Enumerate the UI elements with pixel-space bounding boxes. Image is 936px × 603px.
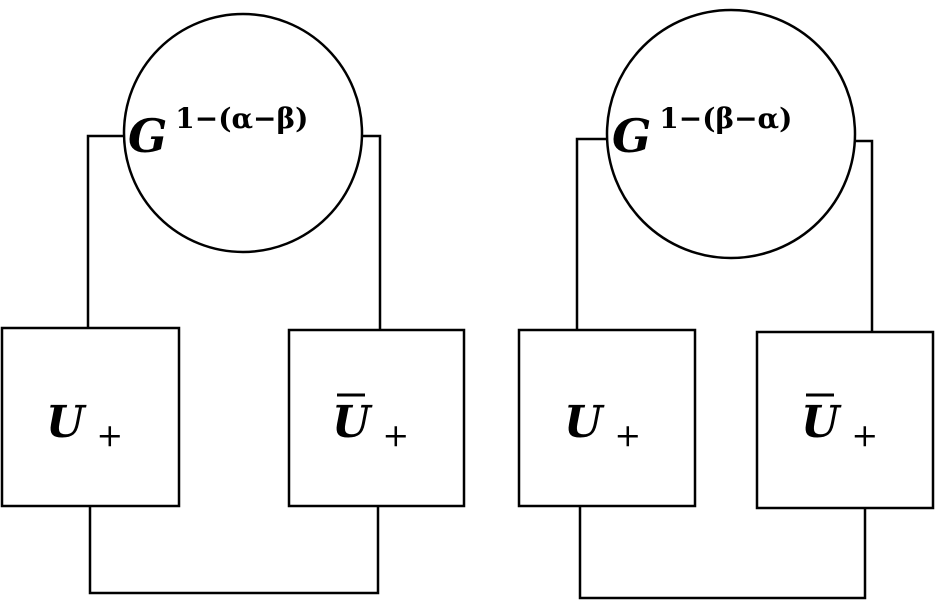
u-plus-base-right: U [564,397,605,448]
u-bar-plus-box-right [755,330,935,510]
u-plus-base-left: U [46,397,87,448]
g-exponent-right: 1−(β−α) [659,102,792,135]
diagram-left: G 1−(α−β) U + U + [0,12,466,595]
wire-left-top-left [86,134,128,328]
wire-right-bottom [578,506,867,600]
g-node-label-left: G 1−(α−β) [128,102,308,163]
g-base-right: G [612,109,651,163]
wire-right-top-right [856,139,874,332]
u-bar-plus-base-left: U [332,397,373,448]
g-base-left: G [128,109,167,163]
u-bar-plus-sub-right: + [851,416,878,454]
u-plus-label-left: U + [46,397,123,454]
g-node-circle-left [122,12,364,254]
diagram-right: G 1−(β−α) U + U + [517,8,935,600]
u-bar-plus-sub-left: + [382,416,409,454]
u-plus-sub-right: + [614,416,641,454]
u-plus-sub-left: + [96,416,123,454]
u-plus-label-right: U + [564,397,641,454]
g-exponent-left: 1−(α−β) [175,102,308,135]
u-plus-box-right [517,328,697,508]
g-node-circle-right [605,8,857,260]
u-bar-plus-label-left: U + [332,397,409,454]
wire-left-bottom [88,506,380,595]
u-bar-plus-base-right: U [801,397,842,448]
g-node-label-right: G 1−(β−α) [612,102,792,163]
u-bar-plus-box-left [287,328,466,508]
wire-right-top-left [575,137,608,330]
wire-left-top-right [362,134,382,330]
u-bar-plus-label-right: U + [801,397,878,454]
u-plus-box-left [0,326,181,508]
